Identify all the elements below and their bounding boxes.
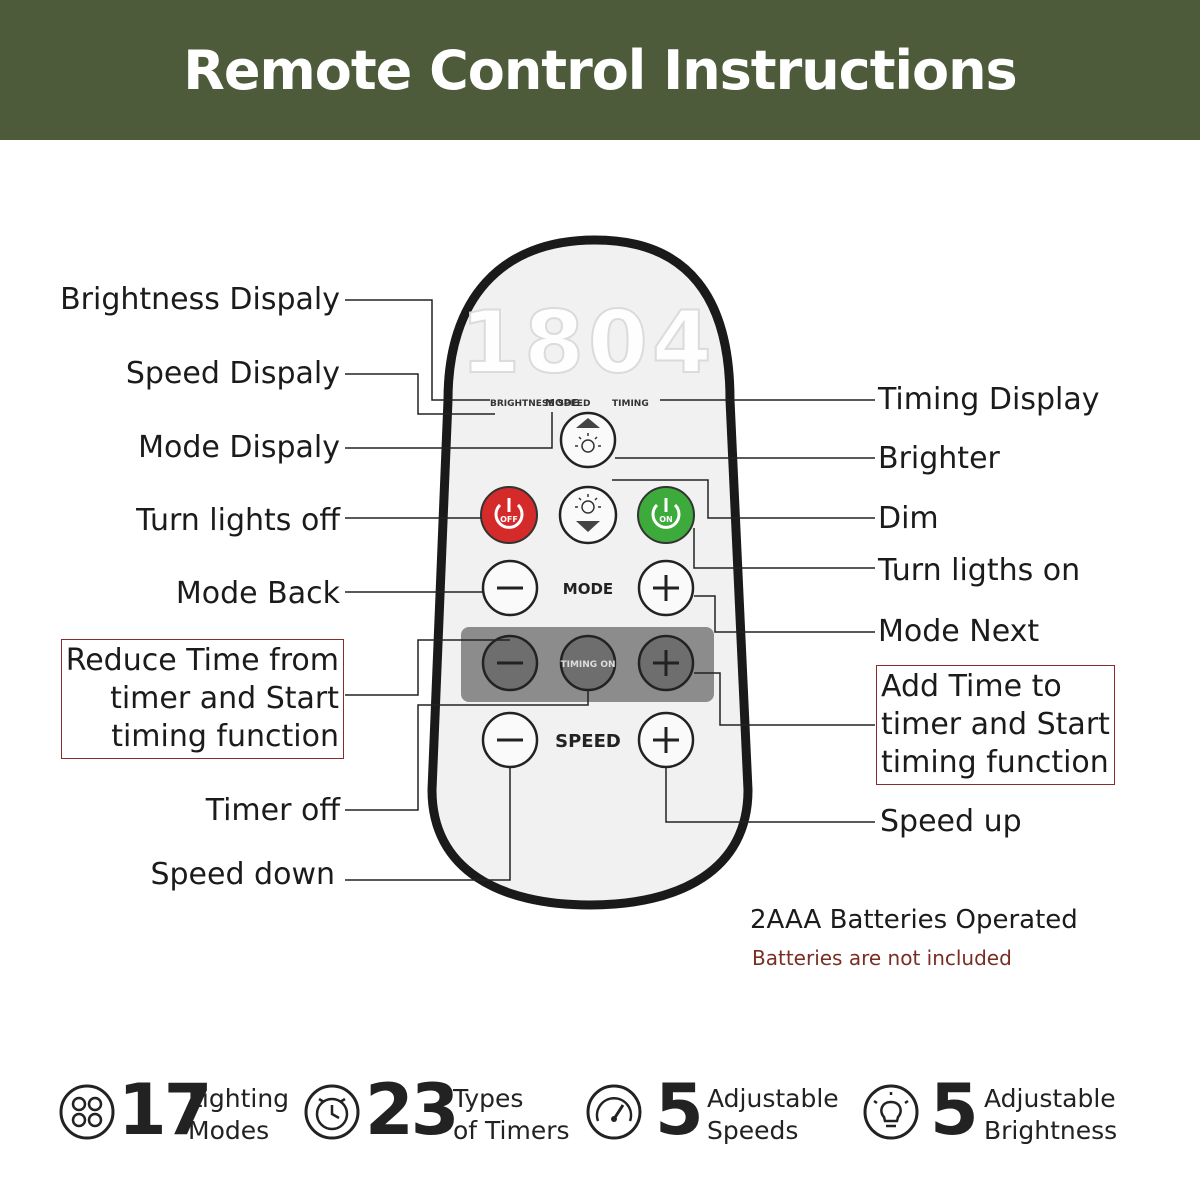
reduce-time-button[interactable]: [481, 634, 539, 692]
bulb-icon: [863, 1084, 919, 1140]
brighter-button[interactable]: [559, 411, 617, 469]
add-time-button[interactable]: [637, 634, 695, 692]
feature-desc-line1: Lighting: [188, 1084, 290, 1113]
speedometer-icon: [586, 1084, 642, 1140]
add-time-line-3: timing function: [881, 745, 1109, 780]
feature-number: 5: [930, 1069, 979, 1151]
label-mode-back: Mode Back: [175, 576, 340, 611]
label-reduce-time-box: Reduce Time from timer and Start timing …: [60, 639, 344, 759]
feature-desc: Types of Timers: [453, 1083, 570, 1147]
feature-lighting-modes: 17 Lighting Modes: [58, 1069, 298, 1165]
label-speed-up: Speed up: [880, 804, 1022, 839]
off-button-label: OFF: [500, 515, 518, 524]
feature-brightness: 5 Adjustable Brightness: [862, 1069, 1162, 1165]
speed-down-button[interactable]: [481, 711, 539, 769]
label-add-time-box: Add Time to timer and Start timing funct…: [876, 665, 1115, 785]
digit-display: 1804: [459, 292, 715, 394]
feature-number: 5: [655, 1069, 704, 1151]
label-timer-off: Timer off: [205, 793, 340, 828]
label-mode-display: Mode Dispaly: [138, 430, 340, 465]
label-mode-next: Mode Next: [878, 614, 1040, 649]
mode-next-button[interactable]: [637, 559, 695, 617]
leader-lines: [345, 299, 875, 881]
label-turn-lights-on: Turn ligths on: [878, 553, 1081, 588]
feature-number: 17: [118, 1069, 212, 1151]
feature-desc: Adjustable Speeds: [707, 1083, 839, 1147]
feature-desc: Adjustable Brightness: [984, 1083, 1117, 1147]
indicator-mode: MODE: [545, 398, 579, 409]
timing-on-button[interactable]: TIMING ON: [559, 634, 617, 692]
timing-button-label: TIMING ON: [560, 660, 615, 670]
reduce-time-line-3: timing function: [111, 719, 339, 754]
dim-button[interactable]: [558, 485, 618, 545]
feature-desc-line2: Modes: [188, 1116, 270, 1145]
display-digits: 1804: [460, 293, 715, 393]
feature-desc-line2: of Timers: [453, 1116, 570, 1145]
reduce-time-line-1: Reduce Time from: [65, 643, 339, 678]
speed-label: SPEED: [555, 731, 621, 752]
speed-up-button[interactable]: [637, 711, 695, 769]
batteries-text: 2AAA Batteries Operated: [750, 905, 1078, 935]
indicator-brightness-speed: BRIGHTNESS SPEED: [490, 399, 590, 409]
feature-desc: Lighting Modes: [188, 1083, 289, 1147]
indicator-timing: TIMING: [612, 399, 649, 409]
lights-off-button[interactable]: OFF: [480, 486, 538, 544]
batteries-note: Batteries are not included: [752, 946, 1012, 970]
add-time-line-1: Add Time to: [881, 669, 1062, 704]
label-dim: Dim: [878, 501, 939, 536]
mode-back-button[interactable]: [481, 559, 539, 617]
header-banner: Remote Control Instructions: [0, 0, 1200, 140]
feature-desc-line2: Speeds: [707, 1116, 799, 1145]
timer-icon: [304, 1084, 360, 1140]
feature-desc-line1: Adjustable: [707, 1084, 839, 1113]
feature-desc-line1: Types: [453, 1084, 524, 1113]
label-turn-lights-off: Turn lights off: [136, 503, 340, 538]
add-time-line-2: timer and Start: [881, 707, 1110, 742]
label-brightness-display: Brightness Dispaly: [60, 282, 340, 317]
feature-desc-line1: Adjustable: [984, 1084, 1116, 1113]
page-title: Remote Control Instructions: [183, 38, 1017, 102]
lighting-modes-icon: [59, 1084, 115, 1140]
mode-label: MODE: [563, 580, 613, 598]
label-speed-down: Speed down: [150, 857, 335, 892]
label-timing-display: Timing Display: [878, 382, 1100, 417]
feature-timers: 23 Types of Timers: [303, 1069, 583, 1165]
feature-desc-line2: Brightness: [984, 1116, 1118, 1145]
features-strip: 17 Lighting Modes 23 Types of Timers 5 A…: [0, 1069, 1200, 1165]
lights-on-button[interactable]: ON: [637, 486, 695, 544]
on-button-label: ON: [659, 515, 673, 524]
reduce-time-line-2: timer and Start: [110, 681, 339, 716]
label-speed-display: Speed Dispaly: [125, 356, 340, 391]
feature-speeds: 5 Adjustable Speeds: [585, 1069, 855, 1165]
feature-number: 23: [365, 1069, 459, 1151]
label-brighter: Brighter: [878, 441, 1000, 476]
